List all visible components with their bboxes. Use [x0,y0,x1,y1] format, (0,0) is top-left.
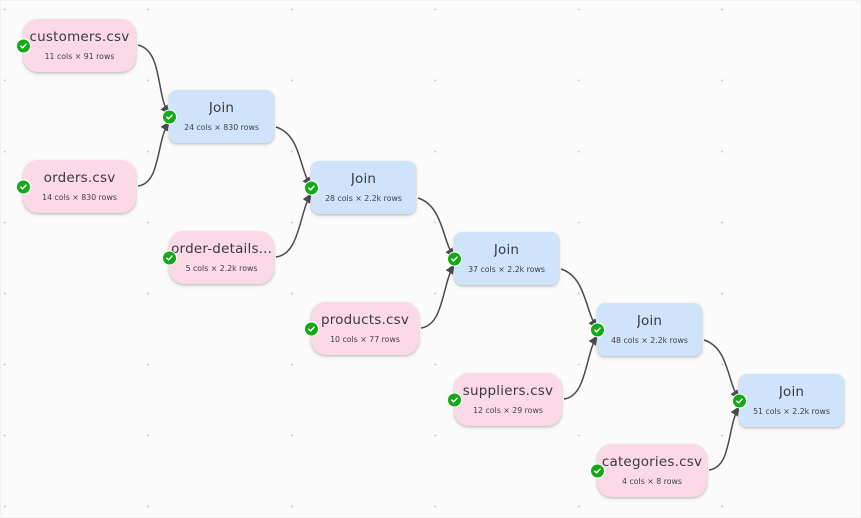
node-shape-summary: 14 cols × 830 rows [42,192,117,202]
edge-join2-to-join3[interactable] [417,197,455,258]
status-ok-check-icon [591,323,604,336]
status-ok-check-icon [448,252,461,265]
node-order-details[interactable]: order-details.... 5 cols × 2.2k rows [163,231,274,284]
edge-join4-to-join5[interactable] [703,339,740,400]
node-title: products.csv [320,312,410,328]
node-shape-summary: 5 cols × 2.2k rows [185,263,258,273]
node-title: suppliers.csv [462,383,554,399]
status-ok-check-icon [305,322,318,335]
status-ok-check-icon [591,464,604,477]
node-title: customers.csv [29,29,130,45]
status-ok-check-icon [163,110,176,123]
node-join3[interactable]: Join 37 cols × 2.2k rows [448,232,559,285]
node-join1[interactable]: Join 24 cols × 830 rows [163,90,274,143]
status-ok-check-icon [163,251,176,264]
node-shape-summary: 4 cols × 8 rows [622,476,682,486]
node-customers[interactable]: customers.csv 11 cols × 91 rows [17,19,136,72]
status-ok-check-icon [17,180,30,193]
edge-customers-to-join1[interactable] [137,44,170,115]
node-shape-summary: 11 cols × 91 rows [44,51,115,61]
node-orders[interactable]: orders.csv 14 cols × 830 rows [17,160,136,213]
edge-orders-to-join1[interactable] [137,121,170,187]
node-title: orders.csv [43,170,116,186]
edge-order-details-to-join2[interactable] [275,193,312,258]
status-ok-check-icon [17,39,30,52]
node-title: Join [493,242,520,258]
node-join5[interactable]: Join 51 cols × 2.2k rows [733,374,844,427]
node-products[interactable]: products.csv 10 cols × 77 rows [305,302,419,355]
node-suppliers[interactable]: suppliers.csv 12 cols × 29 rows [448,373,562,426]
node-title: Join [636,313,663,329]
node-categories[interactable]: categories.csv 4 cols × 8 rows [591,444,707,497]
node-shape-summary: 24 cols × 830 rows [184,122,259,132]
node-shape-summary: 48 cols × 2.2k rows [611,335,688,345]
node-shape-summary: 37 cols × 2.2k rows [468,264,545,274]
edge-categories-to-join5[interactable] [708,406,740,471]
node-shape-summary: 10 cols × 77 rows [330,334,400,344]
edge-products-to-join3[interactable] [420,264,455,329]
node-shape-summary: 28 cols × 2.2k rows [325,193,402,203]
node-title: Join [208,100,235,116]
node-title: Join [350,171,377,187]
node-title: categories.csv [601,454,703,470]
status-ok-check-icon [733,394,746,407]
node-shape-summary: 51 cols × 2.2k rows [753,406,830,416]
edge-join1-to-join2[interactable] [275,126,312,187]
node-title: order-details.... [171,241,272,257]
status-ok-check-icon [448,393,461,406]
node-join2[interactable]: Join 28 cols × 2.2k rows [305,161,416,214]
edge-join3-to-join4[interactable] [560,268,598,329]
node-title: Join [778,384,805,400]
node-join4[interactable]: Join 48 cols × 2.2k rows [591,303,702,356]
edge-suppliers-to-join4[interactable] [563,335,598,400]
node-shape-summary: 12 cols × 29 rows [473,405,543,415]
status-ok-check-icon [305,181,318,194]
